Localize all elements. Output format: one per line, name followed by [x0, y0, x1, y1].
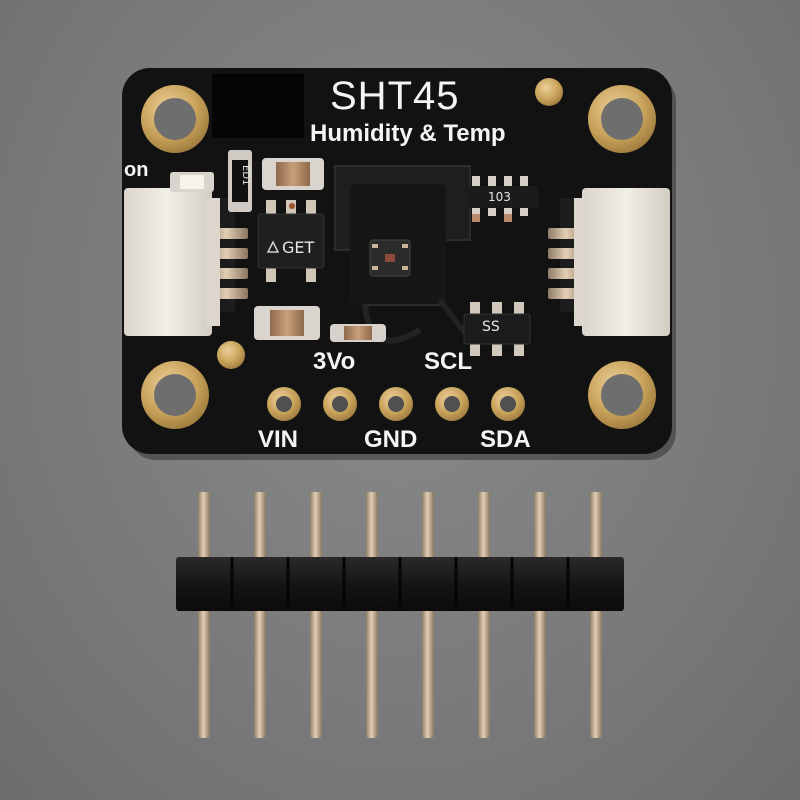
pin-label-sda: SDA — [480, 426, 531, 453]
fiducial-top — [535, 78, 563, 106]
board-subtitle: Humidity & Temp — [310, 120, 506, 147]
mounting-hole-bottom-left — [141, 361, 209, 429]
mounting-hole-top-right — [588, 85, 656, 153]
led-marking: ED1 — [240, 165, 251, 186]
pin-label-vin: VIN — [258, 426, 299, 453]
resistor-network — [466, 176, 538, 222]
sht45-sensor-chip — [369, 239, 411, 277]
voltage-regulator — [257, 200, 325, 282]
led-resistor — [228, 150, 252, 212]
level-shifter-mosfet — [463, 302, 531, 356]
capacitor-top — [262, 158, 324, 190]
stemma-connector-right — [548, 188, 670, 336]
power-led — [170, 172, 214, 192]
capacitor-bottom — [254, 306, 320, 340]
pin-label-3vo: 3Vo — [313, 348, 356, 375]
mosfet-marking: SS — [482, 319, 500, 335]
header-plastic-body — [176, 557, 624, 611]
header-pins — [198, 492, 602, 738]
pin-label-scl: SCL — [424, 348, 472, 375]
logo-blank-area — [212, 74, 304, 138]
on-led-label: on — [124, 159, 149, 181]
pin-pads — [267, 387, 525, 421]
board-title: SHT45 — [330, 74, 460, 118]
regulator-marking: GET — [282, 238, 315, 257]
mounting-hole-top-left — [141, 85, 209, 153]
stemma-connector-left — [124, 188, 248, 336]
resistor-network-marking: 103 — [488, 190, 511, 204]
mounting-hole-bottom-right — [588, 361, 656, 429]
pin-label-gnd: GND — [364, 426, 418, 453]
fiducial-bottom — [217, 341, 245, 369]
pin-header — [176, 492, 624, 738]
small-resistor — [330, 324, 386, 342]
